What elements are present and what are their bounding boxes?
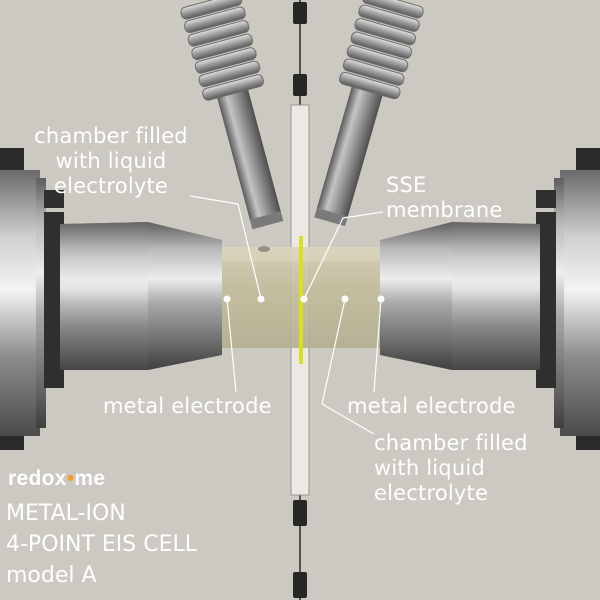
leader-metal-left <box>226 298 237 393</box>
point-left-electrode <box>223 295 231 303</box>
leader-metal-right <box>373 298 382 393</box>
label-line: with liquid <box>55 149 167 173</box>
brand-logo: redox•me <box>8 467 105 491</box>
label-line: electrolyte <box>53 174 169 198</box>
measurement-points <box>223 295 385 303</box>
label-chamber-bottom: chamber filled with liquid electrolyte <box>374 431 528 506</box>
product-line-3: model A <box>6 563 97 588</box>
brand-suffix: me <box>74 467 106 490</box>
point-membrane <box>300 295 308 303</box>
label-line: chamber filled <box>34 124 188 148</box>
threaded-port-right <box>314 0 424 227</box>
metal-electrode-right <box>380 148 600 450</box>
label-line: membrane <box>386 198 503 222</box>
brand-prefix: redox <box>8 467 67 490</box>
label-sse-membrane: SSE membrane <box>386 173 503 223</box>
threaded-port-left <box>180 0 284 230</box>
product-title: METAL-ION 4-POINT EIS CELL model A <box>6 498 197 591</box>
leader-chamber-bottom <box>321 298 375 435</box>
label-line: with liquid <box>374 456 485 480</box>
product-line-2: 4-POINT EIS CELL <box>6 532 198 557</box>
metal-electrode-left <box>0 148 222 450</box>
center-separator <box>290 0 310 600</box>
product-line-1: METAL-ION <box>6 501 126 526</box>
point-left-chamber <box>257 295 265 303</box>
point-right-chamber <box>341 295 349 303</box>
label-metal-electrode-right: metal electrode <box>347 394 516 418</box>
label-metal-electrode-left: metal electrode <box>103 394 272 418</box>
point-right-electrode <box>377 295 385 303</box>
leader-lines <box>189 195 384 435</box>
leader-chamber-top <box>189 195 262 300</box>
brand-dot: • <box>66 467 75 490</box>
leader-sse <box>303 211 384 300</box>
label-line: SSE <box>386 173 427 197</box>
label-chamber-top: chamber filled with liquid electrolyte <box>22 124 200 199</box>
label-line: electrolyte <box>374 481 489 505</box>
label-line: chamber filled <box>374 431 528 455</box>
